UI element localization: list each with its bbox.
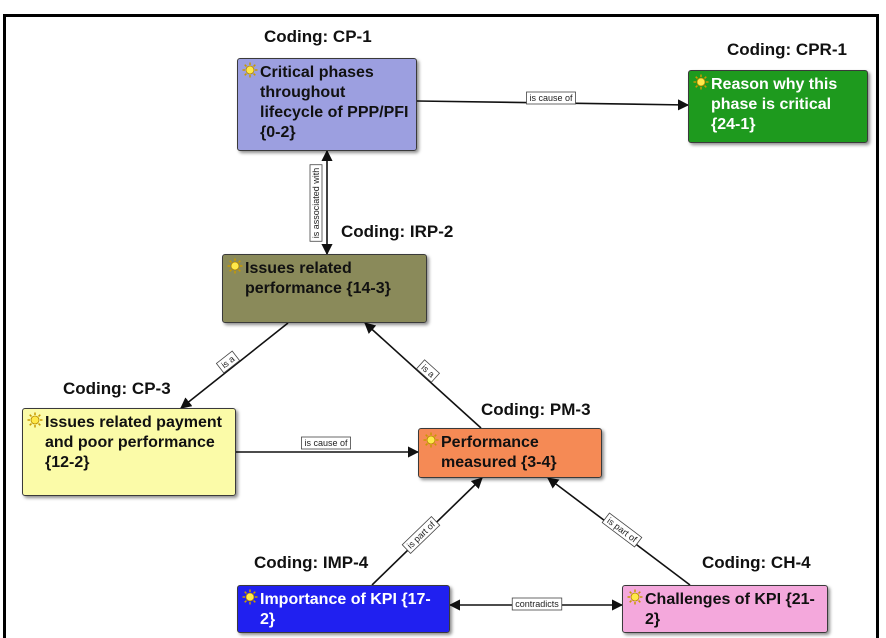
node-label: Importance of KPI {17-2} <box>260 591 431 628</box>
coding-label-cp3: Coding: CP-3 <box>63 379 171 398</box>
sun-icon <box>242 62 258 78</box>
sun-icon <box>242 589 258 605</box>
node-issues-performance[interactable]: Issues related performance {14-3} <box>222 254 427 323</box>
edge-label-box <box>526 91 576 105</box>
edge-label-box <box>415 359 441 383</box>
node-reason-critical[interactable]: Reason why this phase is critical {24-1} <box>688 70 868 143</box>
node-label: Performance measured {3-4} <box>441 434 557 471</box>
edge-irp2-cp3 <box>180 322 289 409</box>
coding-label-pm3: Coding: PM-3 <box>481 400 591 419</box>
edge-label-box <box>511 597 563 611</box>
edge-label-irp2-cp3: is a <box>215 350 241 374</box>
node-label: Issues related performance {14-3} <box>245 260 391 297</box>
sun-icon <box>627 589 643 605</box>
sun-icon <box>423 432 439 448</box>
node-label: Issues related payment and poor performa… <box>45 414 222 471</box>
edge-label-text: is cause of <box>304 438 348 448</box>
edge-label-text: is associated with <box>311 168 321 239</box>
node-critical-phases[interactable]: Critical phases throughout lifecycle of … <box>237 58 417 151</box>
node-label: Challenges of KPI {21-2} <box>645 591 815 628</box>
edge-label-text: is cause of <box>529 93 573 103</box>
coding-label-cpr1: Coding: CPR-1 <box>727 40 847 59</box>
coding-label-cp1: Coding: CP-1 <box>264 27 372 46</box>
edge-label-cp1-cpr1: is cause of <box>526 91 576 105</box>
node-label: Critical phases throughout lifecycle of … <box>260 64 409 141</box>
node-importance-kpi[interactable]: Importance of KPI {17-2} <box>237 585 450 633</box>
edge-label-text: contradicts <box>515 599 559 609</box>
edge-label-pm3-irp2: is a <box>415 359 441 383</box>
edge-label-box <box>301 436 351 450</box>
node-performance-measured[interactable]: Performance measured {3-4} <box>418 428 602 478</box>
edge-label-ch4-pm3: is part of <box>601 512 643 548</box>
edge-label-imp4-ch4: contradicts <box>511 597 563 611</box>
edge-label-imp4-pm3: is part of <box>401 516 441 554</box>
edge-label-box <box>215 350 241 374</box>
coding-label-irp2: Coding: IRP-2 <box>341 222 454 241</box>
edge-pm3-irp2 <box>364 322 482 429</box>
edge-label-box <box>601 512 643 548</box>
sun-icon <box>693 74 709 90</box>
diagram-frame <box>3 14 879 638</box>
edge-label-cp3-pm3: is cause of <box>301 436 351 450</box>
edge-label-cp1-irp2: is associated with <box>309 164 323 242</box>
node-issues-payment[interactable]: Issues related payment and poor performa… <box>22 408 236 496</box>
edge-label-box <box>309 164 323 242</box>
coding-label-imp4: Coding: IMP-4 <box>254 553 369 572</box>
edge-label-text: is part of <box>405 519 437 551</box>
sun-icon <box>227 258 243 274</box>
edge-label-text: is part of <box>605 516 639 545</box>
coding-label-ch4: Coding: CH-4 <box>702 553 811 572</box>
node-label: Reason why this phase is critical {24-1} <box>711 76 838 133</box>
edge-label-box <box>401 516 441 554</box>
sun-icon <box>27 412 43 428</box>
node-challenges-kpi[interactable]: Challenges of KPI {21-2} <box>622 585 828 633</box>
